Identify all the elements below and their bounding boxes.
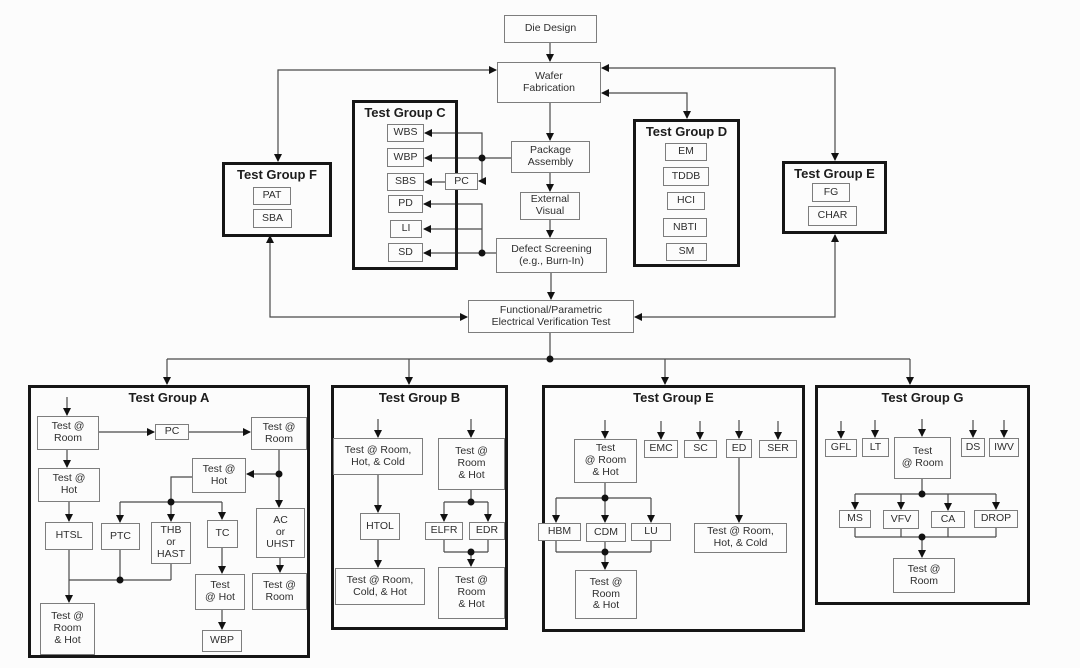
group-e-top-frame: Test Group E bbox=[782, 161, 887, 234]
node-b-elfr: ELFR bbox=[425, 522, 463, 540]
node-d-sm: SM bbox=[666, 243, 707, 261]
node-a-test-hot-2: Test @ Hot bbox=[192, 458, 246, 493]
node-e-emc: EMC bbox=[644, 440, 678, 458]
node-a-test-room-1: Test @ Room bbox=[37, 416, 99, 450]
node-external-visual: External Visual bbox=[520, 192, 580, 220]
node-g-drop: DROP bbox=[974, 510, 1018, 528]
group-f-title: Test Group F bbox=[237, 167, 317, 182]
node-c-pc: PC bbox=[445, 173, 478, 190]
node-g-iwv: IWV bbox=[989, 438, 1019, 457]
node-g-ca: CA bbox=[931, 511, 965, 528]
group-e-top-title: Test Group E bbox=[794, 166, 875, 181]
node-e-lu: LU bbox=[631, 523, 671, 541]
node-f-sba: SBA bbox=[253, 209, 292, 228]
node-g-test-room-2: Test @ Room bbox=[893, 558, 955, 593]
node-a-wbp: WBP bbox=[202, 630, 242, 652]
group-g-frame: Test Group G bbox=[815, 385, 1030, 605]
group-g-title: Test Group G bbox=[881, 390, 964, 405]
group-b-title: Test Group B bbox=[378, 390, 461, 405]
group-e-bottom-frame: Test Group E bbox=[542, 385, 805, 632]
node-a-ac-uhst: AC or UHST bbox=[256, 508, 305, 558]
node-b-edr: EDR bbox=[469, 522, 505, 540]
node-c-sbs: SBS bbox=[387, 173, 424, 191]
node-c-pd: PD bbox=[388, 195, 423, 213]
node-e-sc: SC bbox=[684, 440, 717, 458]
node-b-test-room-cold-hot: Test @ Room, Cold, & Hot bbox=[335, 568, 425, 605]
node-g-lt: LT bbox=[862, 438, 889, 457]
node-functional-test: Functional/Parametric Electrical Verific… bbox=[468, 300, 634, 333]
node-e-hbm: HBM bbox=[538, 523, 581, 541]
node-a-test-room-hot: Test @ Room & Hot bbox=[40, 603, 95, 655]
node-a-test-hot-3: Test @ Hot bbox=[195, 574, 245, 610]
node-a-thb-hast: THB or HAST bbox=[151, 522, 191, 564]
node-g-test-room-1: Test @ Room bbox=[894, 437, 951, 479]
node-a-ptc: PTC bbox=[101, 523, 140, 550]
node-a-htsl: HTSL bbox=[45, 522, 93, 550]
wires-main-flow bbox=[163, 43, 914, 385]
node-c-li: LI bbox=[390, 220, 422, 238]
node-e-top-fg: FG bbox=[812, 183, 850, 202]
node-b-test-room-hot-2: Test @ Room & Hot bbox=[438, 567, 505, 619]
node-e-top-char: CHAR bbox=[808, 206, 857, 226]
node-g-gfl: GFL bbox=[825, 439, 857, 457]
node-a-tc: TC bbox=[207, 520, 238, 548]
node-a-pc: PC bbox=[155, 424, 189, 440]
wires-group-b bbox=[374, 419, 492, 568]
group-c-title: Test Group C bbox=[364, 105, 446, 120]
wires-group-e-bottom bbox=[552, 420, 782, 570]
group-e-bottom-title: Test Group E bbox=[633, 390, 714, 405]
node-d-hci: HCI bbox=[667, 192, 705, 210]
node-b-test-room-hot-1: Test @ Room & Hot bbox=[438, 438, 505, 490]
node-wafer-fabrication: Wafer Fabrication bbox=[497, 62, 601, 103]
node-b-htol: HTOL bbox=[360, 513, 400, 540]
node-a-test-room-3: Test @ Room bbox=[252, 573, 307, 610]
node-package-assembly: Package Assembly bbox=[511, 141, 590, 173]
wires-group-c bbox=[423, 129, 511, 257]
node-die-design: Die Design bbox=[504, 15, 597, 43]
node-g-vfv: VFV bbox=[883, 510, 919, 529]
node-d-em: EM bbox=[665, 143, 707, 161]
node-e-ser: SER bbox=[759, 440, 797, 458]
node-d-nbti: NBTI bbox=[663, 218, 707, 237]
group-b-frame: Test Group B bbox=[331, 385, 508, 630]
node-e-test-room-hot-1: Test @ Room & Hot bbox=[574, 439, 637, 483]
node-a-test-room-2: Test @ Room bbox=[251, 417, 307, 450]
node-g-ds: DS bbox=[961, 438, 985, 457]
node-b-test-room-hot-cold: Test @ Room, Hot, & Cold bbox=[333, 438, 423, 475]
node-d-tddb: TDDB bbox=[663, 167, 709, 186]
node-f-pat: PAT bbox=[253, 187, 291, 205]
group-d-title: Test Group D bbox=[645, 124, 728, 139]
node-defect-screening: Defect Screening (e.g., Burn-In) bbox=[496, 238, 607, 273]
node-c-wbs: WBS bbox=[387, 124, 424, 142]
node-e-ed: ED bbox=[726, 439, 752, 458]
node-e-test-room-hot-2: Test @ Room & Hot bbox=[575, 570, 637, 619]
wires-feedback-loops bbox=[266, 64, 839, 321]
wires-group-g bbox=[837, 419, 1008, 558]
node-a-test-hot-1: Test @ Hot bbox=[38, 468, 100, 502]
node-e-test-room-hot-cold: Test @ Room, Hot, & Cold bbox=[694, 523, 787, 553]
node-c-wbp: WBP bbox=[387, 148, 424, 167]
node-g-ms: MS bbox=[839, 510, 871, 528]
group-a-frame: Test Group A bbox=[28, 385, 310, 658]
node-e-cdm: CDM bbox=[586, 523, 626, 542]
wires-group-a bbox=[63, 397, 284, 630]
group-a-title: Test Group A bbox=[128, 390, 210, 405]
node-c-sd: SD bbox=[388, 243, 423, 262]
